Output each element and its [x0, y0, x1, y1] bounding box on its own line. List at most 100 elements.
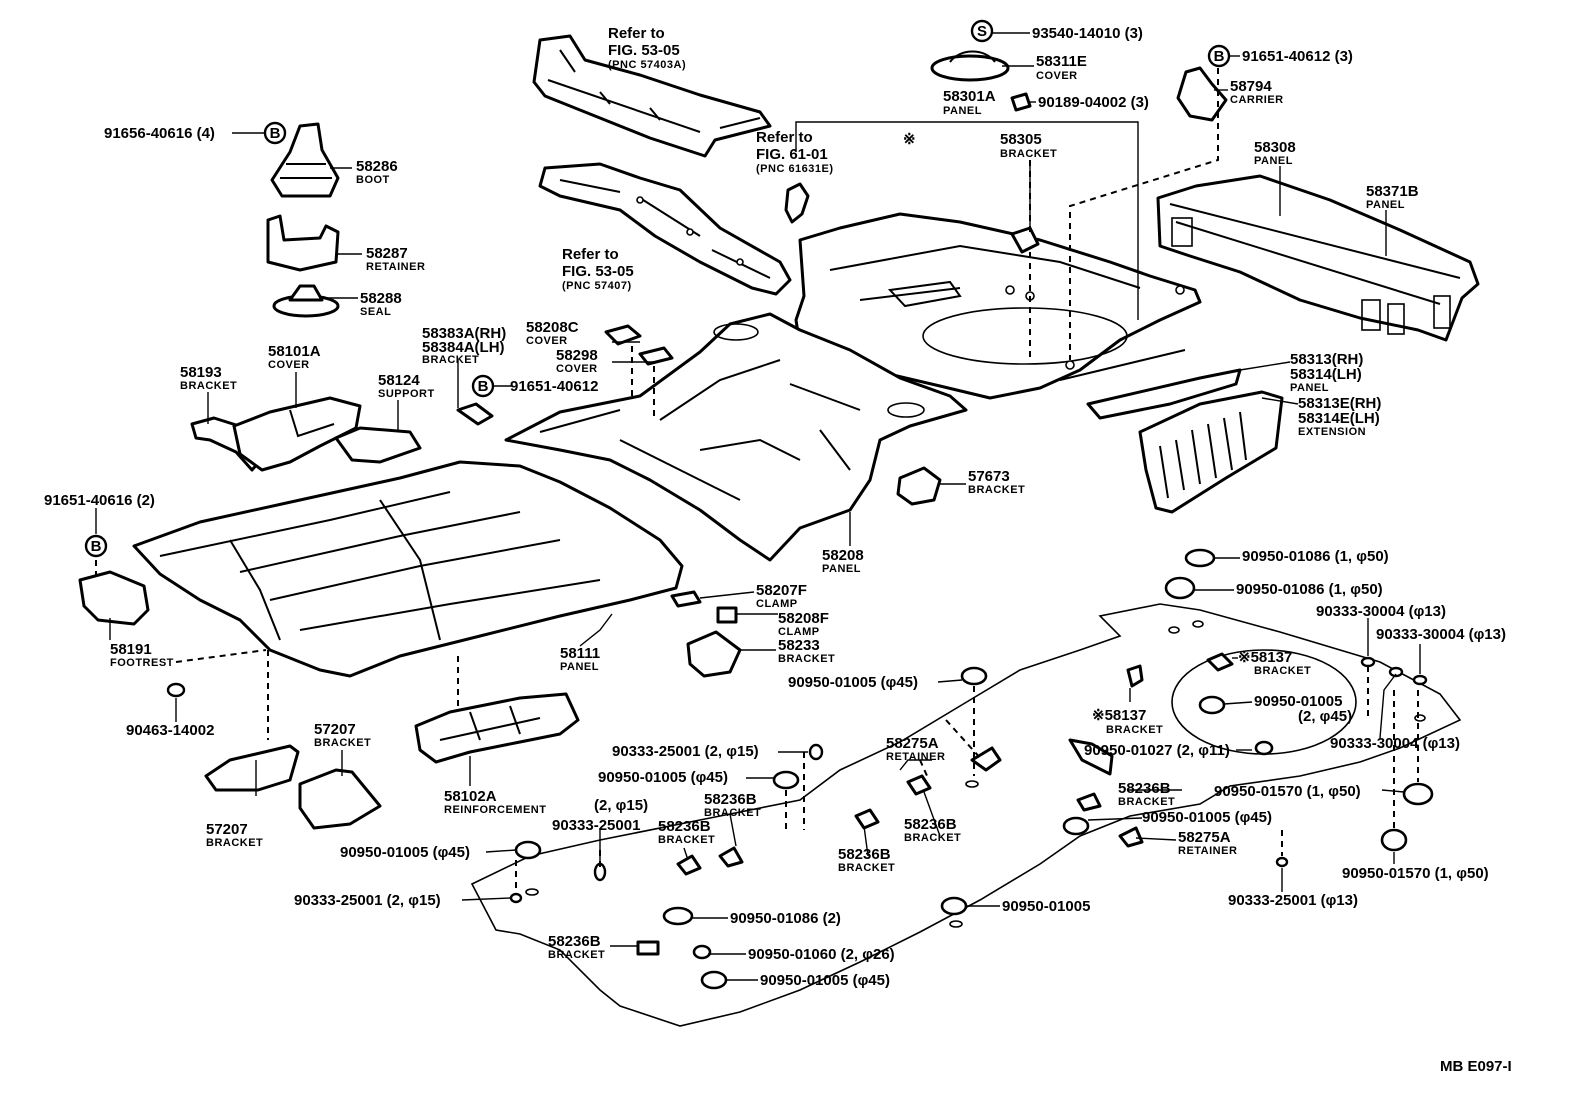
panel-58301a-bracket-line: ※: [795, 121, 1139, 320]
underbody-outline-part: [470, 603, 1462, 1027]
label-58236b-f: 58236B: [548, 933, 601, 950]
label-58208-desc: PANEL: [822, 563, 861, 575]
label-58111: 58111: [560, 645, 600, 662]
label-90333-30004-c: 90333-30004 (φ13): [1330, 735, 1460, 752]
label-90950-01570-a: 90950-01570 (1, φ50): [1214, 783, 1361, 800]
label-90333-25001-c: 90333-25001 (2, φ15): [294, 892, 441, 909]
label-90950-01086-c: 90950-01086 (2): [730, 910, 841, 927]
asterisk-mark: ※: [903, 131, 916, 148]
label-58311e-desc: COVER: [1036, 70, 1078, 82]
label-91656-40616: 91656-40616 (4): [104, 125, 215, 142]
ref-2-pnc: (PNC 61631E): [756, 163, 834, 175]
label-91651-40612: 91651-40612: [510, 378, 598, 395]
label-58286: 58286: [356, 158, 398, 175]
small-rings: [509, 620, 1428, 928]
label-58233-desc: BRACKET: [778, 653, 835, 665]
label-58287: 58287: [366, 245, 408, 262]
label-58101a: 58101A: [268, 343, 321, 360]
label-58191-desc: FOOTREST: [110, 657, 174, 669]
seal-58288-part: [272, 284, 340, 318]
ref-2-line1: Refer to: [756, 129, 813, 146]
ref-3-line1: Refer to: [562, 246, 619, 263]
label-90189-04002: 90189-04002 (3): [1038, 94, 1149, 111]
label-58298: 58298: [556, 347, 598, 364]
label-58124: 58124: [378, 372, 420, 389]
rear-crossmember-part: [538, 162, 792, 296]
label-57207-top: 57207: [314, 721, 356, 738]
label-90950-01570-b: 90950-01570 (1, φ50): [1342, 865, 1489, 882]
label-58236b-b: 58236B: [704, 791, 757, 808]
label-58384a-desc: BRACKET: [422, 354, 479, 366]
label-58137-left: ※58137: [1092, 707, 1146, 724]
label-58236b-a-desc: BRACKET: [1118, 796, 1175, 808]
label-58101a-desc: COVER: [268, 359, 310, 371]
label-58208c: 58208C: [526, 319, 579, 336]
cover-58208c-part: [604, 324, 674, 366]
side-panel-58313-part: [1086, 368, 1242, 420]
label-90950-01005-d: 90950-01005 (φ45): [1142, 809, 1272, 826]
label-90950-01005-b-qty: (2, φ45): [1298, 708, 1352, 725]
label-58275a-b-desc: RETAINER: [1178, 845, 1237, 857]
label-58371b-desc: PANEL: [1366, 199, 1405, 211]
clamp-58207f-part: [670, 590, 742, 678]
front-crossmember-part: [532, 34, 772, 158]
label-58207f: 58207F: [756, 582, 807, 599]
label-58288-desc: SEAL: [360, 306, 391, 318]
label-58314e-desc: EXTENSION: [1298, 426, 1366, 438]
label-90950-01005-g: 90950-01005 (φ45): [760, 972, 890, 989]
label-57673-desc: BRACKET: [968, 484, 1025, 496]
boot-58286-part: B: [263, 121, 340, 198]
label-90333-25001-a: 90333-25001 (2, φ15): [612, 743, 759, 760]
label-90950-01005-e: 90950-01005 (φ45): [340, 844, 470, 861]
label-58208f-desc: CLAMP: [778, 626, 820, 638]
label-91651-40612-3: 91651-40612 (3): [1242, 48, 1353, 65]
label-90463-14002: 90463-14002: [126, 722, 214, 739]
label-58236b-c: 58236B: [904, 816, 957, 833]
label-58308: 58308: [1254, 139, 1296, 156]
label-93540-14010: 93540-14010 (3): [1032, 25, 1143, 42]
label-58794: 58794: [1230, 78, 1272, 95]
label-58313: 58313(RH): [1290, 351, 1363, 368]
badge-b-icon-4: [84, 534, 108, 558]
ref-1-line1: Refer to: [608, 25, 665, 42]
bracket-58305-part: [1010, 226, 1040, 254]
label-58275a-a-desc: RETAINER: [886, 751, 945, 763]
label-58236b-a: 58236B: [1118, 780, 1171, 797]
ref-2-line2: FIG. 61-01: [756, 146, 828, 163]
label-58383a: 58383A(RH): [422, 325, 506, 342]
badge-b-text-3: B: [478, 378, 489, 395]
hole-plugs: [514, 548, 1434, 990]
badge-s-text: S: [977, 23, 987, 40]
label-90950-01027: 90950-01027 (2, φ11): [1084, 742, 1230, 759]
badge-b-text-4: B: [91, 538, 102, 555]
label-58275a-a: 58275A: [886, 735, 939, 752]
label-58208f: 58208F: [778, 610, 829, 627]
label-57207-top-desc: BRACKET: [314, 737, 371, 749]
bracket-58383a-part: B: [456, 374, 495, 426]
ref-3-line2: FIG. 53-05: [562, 263, 634, 280]
bracket-57207-b-part: [298, 768, 382, 830]
label-58193: 58193: [180, 364, 222, 381]
badge-b-text-2: B: [270, 125, 281, 142]
badge-s-icon: [970, 19, 994, 43]
label-90333-25001-b: 90333-25001: [552, 817, 640, 834]
retainer-58287-part: [266, 214, 340, 272]
label-90950-01086-b: 90950-01086 (1, φ50): [1236, 581, 1383, 598]
badge-b-icon: [1207, 44, 1231, 68]
label-90950-01005-f: 90950-01005: [1002, 898, 1090, 915]
label-57207-bottom: 57207: [206, 821, 248, 838]
label-58191: 58191: [110, 641, 152, 658]
label-58102a: 58102A: [444, 788, 497, 805]
footrest-58191-part: B: [78, 534, 150, 626]
ref-1-line2: FIG. 53-05: [608, 42, 680, 59]
cover-58101a-part: [232, 396, 362, 472]
label-58137-right: ※58137: [1238, 649, 1292, 666]
label-58384a: 58384A(LH): [422, 339, 505, 356]
label-90950-01005-a: 90950-01005 (φ45): [788, 674, 918, 691]
reinforcement-58102a-part: [414, 692, 580, 764]
label-90950-01005-b: 90950-01005: [1254, 693, 1342, 710]
label-58137-right-desc: BRACKET: [1254, 665, 1311, 677]
label-58311e: 58311E: [1036, 53, 1087, 70]
label-58286-desc: BOOT: [356, 174, 390, 186]
